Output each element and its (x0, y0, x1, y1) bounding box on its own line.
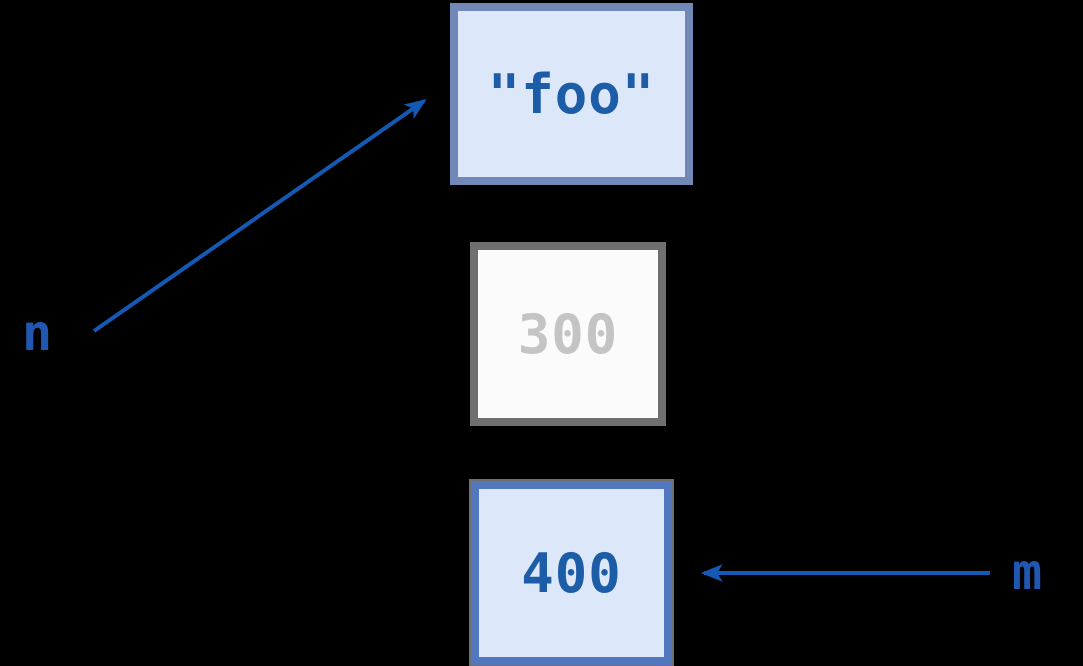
old-value-box: 300 (470, 242, 666, 426)
box-value: 400 (521, 541, 622, 605)
variable-label-m: m (1012, 543, 1043, 601)
new-value-box: 400 (469, 479, 674, 666)
string-value-box: "foo" (450, 3, 693, 185)
variable-label-n: n (22, 304, 53, 362)
box-value: 300 (517, 302, 619, 366)
n-to-foo-arrow (92, 99, 427, 333)
box-value: "foo" (487, 62, 656, 126)
